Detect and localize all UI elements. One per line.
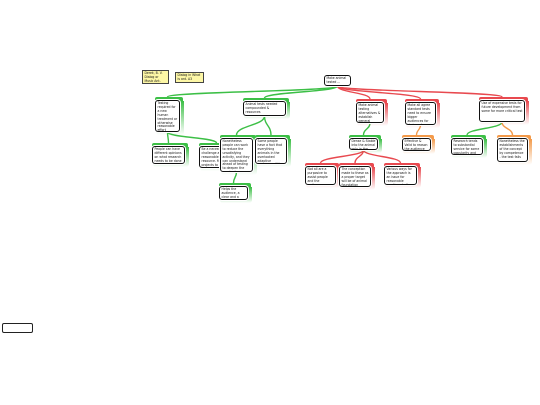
pro-claim-box[interactable]: Research tends to substantial service fo…	[451, 138, 483, 155]
pro-claim-box[interactable]: Testing required for a new human treatme…	[155, 100, 180, 132]
pro-tab	[349, 135, 381, 139]
pro-claim-box[interactable]: Nonetheless people can work to reduce th…	[220, 138, 253, 172]
connector-pro	[166, 85, 339, 98]
pro-tab	[199, 143, 237, 147]
pro-tab	[220, 135, 256, 139]
pro-claim-box[interactable]: People can have different opinions on wh…	[152, 146, 185, 164]
pro-claim-box[interactable]: Dense & Stable into the animal only in t…	[349, 138, 378, 150]
con-tab	[479, 97, 528, 101]
root-claim-box[interactable]: Make animal tested ...	[324, 75, 351, 86]
con-claim-box[interactable]: Make animal testing alternatives & estab…	[356, 102, 384, 123]
con-claim-box[interactable]: Use of expensive tests for future develo…	[479, 100, 525, 122]
neutral-tab	[497, 135, 531, 139]
con-claim-box[interactable]: Various ways for the approach is an issu…	[384, 166, 417, 185]
map-control-button[interactable]	[2, 323, 33, 333]
connector-pro	[263, 85, 339, 99]
pro-tab	[255, 135, 290, 139]
con-claim-box[interactable]: The conception made to these as a proper…	[339, 166, 371, 187]
neutral-tab	[402, 135, 434, 139]
con-claim-box[interactable]: Not all are a purposive to assist people…	[305, 166, 336, 185]
neutral-claim-box[interactable]: Effective & Valid to reason the audience…	[402, 138, 431, 151]
sticky-note[interactable]: Dialog in What is ant. A3	[175, 72, 204, 83]
con-tab	[305, 163, 339, 167]
connector-con	[336, 85, 503, 98]
pro-claim-box[interactable]: Animal tests needed compounded & resourc…	[243, 101, 286, 116]
pro-tab	[451, 135, 486, 139]
sticky-note[interactable]: Derek, B. V. Dialog or Music Ant. Stag L…	[142, 70, 169, 84]
pro-claim-box[interactable]: Some people have a fact that everything …	[255, 138, 287, 164]
con-tab	[384, 163, 420, 167]
con-tab	[405, 99, 439, 103]
pro-tab	[219, 183, 251, 187]
con-tab	[356, 99, 387, 103]
connector-con	[336, 85, 422, 100]
con-claim-box[interactable]: Make all agree standard tests need to en…	[405, 102, 436, 125]
con-tab	[339, 163, 374, 167]
neutral-claim-box[interactable]: Nonetheless the establishments of the co…	[497, 138, 528, 162]
pro-claim-box[interactable]: Helps the audience, a clear and a good g…	[219, 186, 248, 200]
pro-tab	[155, 97, 183, 101]
pro-tab	[152, 143, 188, 147]
pro-tab	[243, 98, 289, 102]
